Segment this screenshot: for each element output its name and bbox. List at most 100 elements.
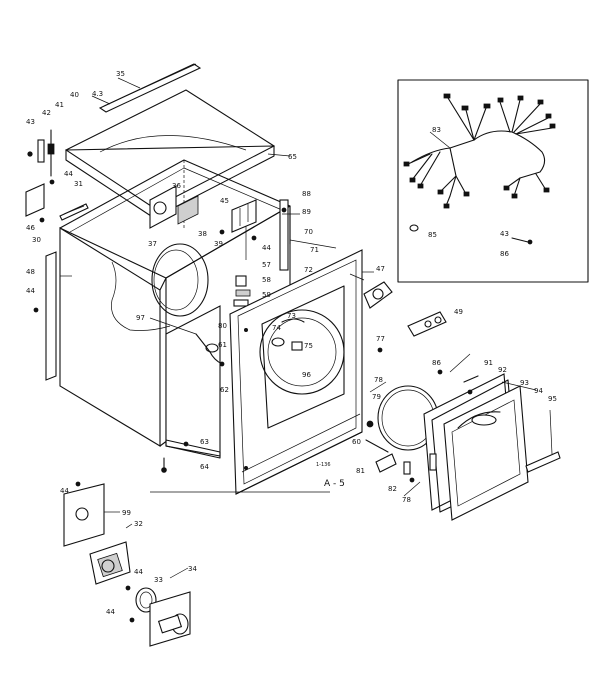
callout-41: 41: [55, 101, 64, 109]
callout-73: 73: [287, 312, 296, 320]
callout-92: 92: [498, 366, 507, 374]
callout-60: 60: [352, 438, 361, 446]
callout-95: 95: [548, 395, 557, 403]
callout-89: 89: [302, 208, 311, 216]
callout-97: 97: [136, 314, 145, 322]
callout-38: 38: [198, 230, 207, 238]
screw-44a: [49, 179, 55, 185]
screw-77: [377, 347, 383, 353]
callout-61: 61: [218, 341, 227, 349]
callout-49: 49: [454, 308, 463, 316]
door-assembly: [423, 373, 529, 521]
callout-39: 39: [214, 240, 223, 248]
callout-64: 64: [200, 463, 209, 471]
callout-48: 48: [26, 268, 35, 276]
bottom-rail: [161, 439, 221, 473]
callout-71: 71: [310, 246, 319, 254]
door-bottom-trim: [525, 409, 561, 473]
callout-93: 93: [520, 379, 529, 387]
door-screws: [437, 369, 479, 395]
callout-78: 78: [374, 376, 383, 384]
callout-72: 72: [304, 266, 313, 274]
callout-4-3: 4.3: [92, 90, 103, 98]
switch-parts: [233, 275, 251, 307]
callout-31: 31: [74, 180, 83, 188]
callout-85: 85: [428, 231, 437, 239]
lamp-socket: [271, 318, 305, 351]
callout-78b: 78: [402, 496, 411, 504]
callout-63: 63: [200, 438, 209, 446]
wire-harness-small: [195, 333, 225, 367]
callout-37: 37: [148, 240, 157, 248]
callout-44e: 44: [134, 568, 143, 576]
right-corner-rail: [279, 199, 289, 271]
thermostat-assembly: [149, 185, 199, 229]
blower-bracket: [63, 481, 105, 547]
callout-47: 47: [376, 265, 385, 273]
callout-86b: 86: [500, 250, 509, 258]
callout-labels: 35 43 4.3 42 41 40 65 44 31 36 45 88 89 …: [26, 70, 557, 616]
callout-30: 30: [32, 236, 41, 244]
callout-43: 43: [26, 118, 35, 126]
callout-44d: 44: [60, 487, 69, 495]
motor-mount-plate: [129, 591, 191, 647]
latch-bracket: [37, 139, 45, 163]
blower-housing: [89, 541, 131, 585]
callout-40: 40: [70, 91, 79, 99]
callout-82: 82: [388, 485, 397, 493]
callout-80: 80: [218, 322, 227, 330]
terminal-block: [231, 199, 257, 233]
callout-44b: 44: [262, 244, 271, 252]
callout-57: 57: [262, 261, 271, 269]
callout-46: 46: [26, 224, 35, 232]
door-latch-parts: [365, 439, 415, 483]
door-hinge-47: [349, 273, 393, 309]
callout-88: 88: [302, 190, 311, 198]
small-code: 1-136: [316, 462, 331, 468]
callout-83: 83: [432, 126, 441, 134]
figure-label: A - 5: [324, 479, 345, 489]
callout-81: 81: [356, 467, 365, 475]
screws-38-39: [219, 229, 257, 241]
callout-35: 35: [116, 70, 125, 78]
callout-42: 42: [42, 109, 51, 117]
callout-79: 79: [372, 393, 381, 401]
left-side-panel: [33, 251, 57, 381]
callout-43c: 43: [500, 230, 509, 238]
grommet-79: [366, 420, 374, 428]
left-bracket: [25, 183, 45, 223]
callout-99: 99: [122, 509, 131, 517]
callout-75: 75: [304, 342, 313, 350]
switch-lever: [59, 203, 89, 221]
door-strike-49: [407, 311, 447, 337]
callout-33: 33: [154, 576, 163, 584]
callout-86: 86: [432, 359, 441, 367]
cabinet-body: [59, 159, 291, 447]
front-panel: [229, 249, 363, 495]
callout-44c: 44: [26, 287, 35, 295]
callout-44: 44: [64, 170, 73, 178]
callout-59: 59: [262, 291, 271, 299]
callout-91: 91: [484, 359, 493, 367]
top-trim-strip: [98, 63, 202, 113]
callout-70: 70: [304, 228, 313, 236]
callout-45: 45: [220, 197, 229, 205]
callout-36: 36: [172, 182, 181, 190]
door-hinge-pin: [47, 129, 55, 177]
cabinet-front-left: [165, 305, 221, 457]
callout-34: 34: [188, 565, 197, 573]
callout-96: 96: [302, 371, 311, 379]
callout-74: 74: [272, 324, 281, 332]
callout-44f: 44: [106, 608, 115, 616]
callout-62: 62: [220, 386, 229, 394]
wiring-harness-inset: [397, 79, 589, 283]
callout-65: 65: [288, 153, 297, 161]
top-cover-panel: [64, 89, 276, 219]
callout-77: 77: [376, 335, 385, 343]
callout-58: 58: [262, 276, 271, 284]
screw-43: [27, 151, 33, 157]
leader-lines: [60, 77, 537, 579]
callout-94: 94: [534, 387, 543, 395]
callout-32: 32: [134, 520, 143, 528]
